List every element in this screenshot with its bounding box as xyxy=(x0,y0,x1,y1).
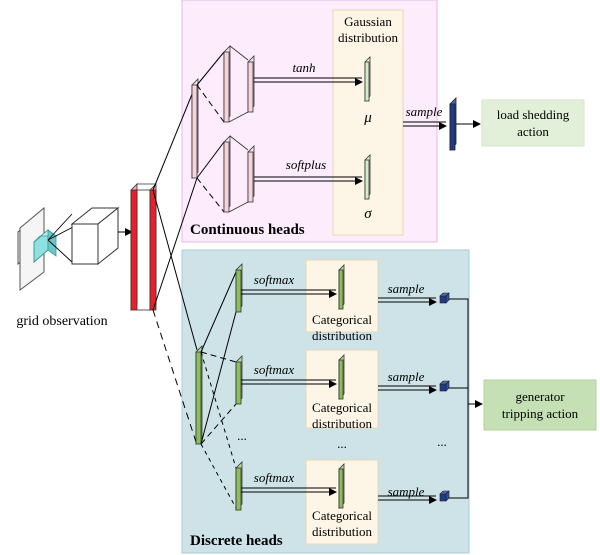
discrete-branch-layer-3 xyxy=(235,461,243,511)
generator-line1: generator xyxy=(515,389,565,404)
continuous-heads-label: Continuous heads xyxy=(190,222,305,238)
continuous-trunk-layer xyxy=(191,78,199,179)
load-shedding-line1: load shedding xyxy=(497,107,570,122)
categorical-1-line2: distribution xyxy=(312,328,372,343)
discrete-trunk-layer xyxy=(195,345,203,445)
discrete-branch-layer-1 xyxy=(235,263,243,313)
load-shedding-sample-vector xyxy=(449,97,457,151)
continuous-sample-label: sample xyxy=(406,104,443,119)
categorical-3-line1: Categorical xyxy=(312,508,372,523)
feature-cube xyxy=(70,206,120,266)
discrete-sample-cube-1 xyxy=(439,292,450,304)
ellipsis-categorical: ... xyxy=(337,436,347,451)
grid-observation-label: grid observation xyxy=(16,314,107,329)
sigma-symbol: σ xyxy=(364,206,372,222)
softplus-label: softplus xyxy=(286,157,326,172)
grid-observation-input xyxy=(17,206,58,291)
discrete-sample-cube-3 xyxy=(439,490,450,502)
mu-vector xyxy=(364,56,371,102)
discrete-sample-label-3: sample xyxy=(388,484,425,499)
mu-symbol: μ xyxy=(363,110,372,126)
categorical-2-line1: Categorical xyxy=(312,400,372,415)
tanh-branch-layers xyxy=(223,45,255,123)
shared-red-layers xyxy=(130,183,157,311)
ellipsis-sample: ... xyxy=(437,434,447,449)
discrete-heads-label: Discrete heads xyxy=(190,533,283,549)
softmax-label-1: softmax xyxy=(254,272,295,287)
categorical-vector-3 xyxy=(338,463,345,509)
categorical-vector-2 xyxy=(338,354,345,400)
generator-line2: tripping action xyxy=(502,406,579,421)
discrete-sample-label-1: sample xyxy=(388,281,425,296)
discrete-sample-cube-2 xyxy=(439,380,450,392)
gaussian-label-line2: distribution xyxy=(338,30,398,45)
softplus-branch-layers xyxy=(223,135,255,213)
load-shedding-action-box xyxy=(481,99,585,147)
discrete-sample-label-2: sample xyxy=(388,369,425,384)
sigma-vector xyxy=(364,154,371,200)
categorical-1-line1: Categorical xyxy=(312,312,372,327)
tanh-label: tanh xyxy=(292,60,315,75)
load-shedding-line2: action xyxy=(517,124,549,139)
softmax-label-3: softmax xyxy=(254,470,295,485)
discrete-branch-layer-2 xyxy=(235,355,243,405)
categorical-3-line2: distribution xyxy=(312,524,372,539)
gaussian-label-line1: Gaussian xyxy=(344,14,392,29)
ellipsis-branch: ... xyxy=(237,428,247,443)
generator-tripping-action-box xyxy=(483,379,597,431)
softmax-label-2: softmax xyxy=(254,362,295,377)
categorical-vector-1 xyxy=(338,264,345,310)
categorical-2-line2: distribution xyxy=(312,416,372,431)
